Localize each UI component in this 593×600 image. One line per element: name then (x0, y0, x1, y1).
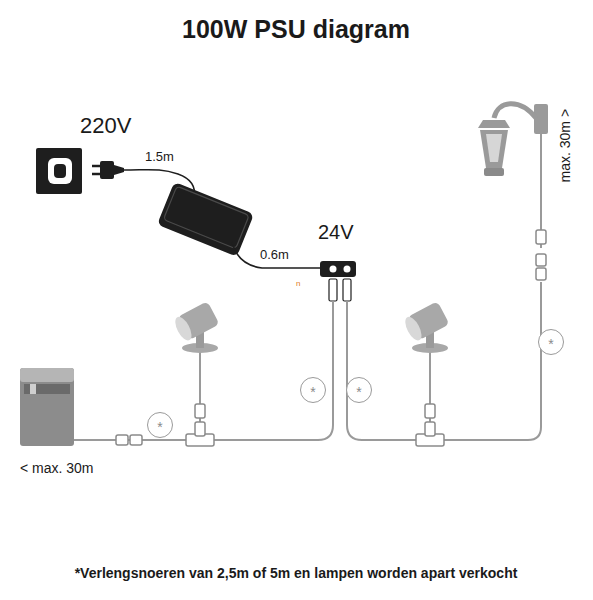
length-label: 1.5m (145, 150, 174, 164)
asterisk-mark: * (157, 416, 162, 434)
asterisk-mark: * (310, 381, 315, 399)
voltage-label: 220V (80, 114, 131, 138)
length-label: 0.6m (260, 248, 289, 262)
low-voltage-cable (232, 242, 322, 268)
connectors (116, 230, 546, 446)
asterisk-mark: * (548, 333, 553, 351)
asterisk-mark: * (356, 381, 361, 399)
note-circle: * (147, 412, 173, 438)
wall-socket (36, 148, 82, 194)
bollard-light (20, 368, 74, 446)
footnote: *Verlengsnoeren van 2,5m of 5m en lampen… (75, 566, 518, 581)
voltage-label: 24V (318, 221, 354, 243)
spot-light-right (402, 301, 450, 353)
splitter (320, 261, 356, 301)
note-circle: * (538, 329, 564, 355)
diagram-title: 100W PSU diagram (182, 16, 410, 44)
max-length-label: < max. 30m (20, 461, 94, 476)
marker-letter: n (296, 280, 300, 289)
power-supply (157, 182, 254, 257)
plug (92, 161, 124, 179)
note-circle: * (346, 377, 372, 403)
note-circle: * (300, 377, 326, 403)
wall-lantern (478, 104, 548, 176)
max-length-label: max. 30m > (558, 109, 573, 183)
cables (74, 110, 541, 440)
spot-light-left (172, 301, 220, 353)
